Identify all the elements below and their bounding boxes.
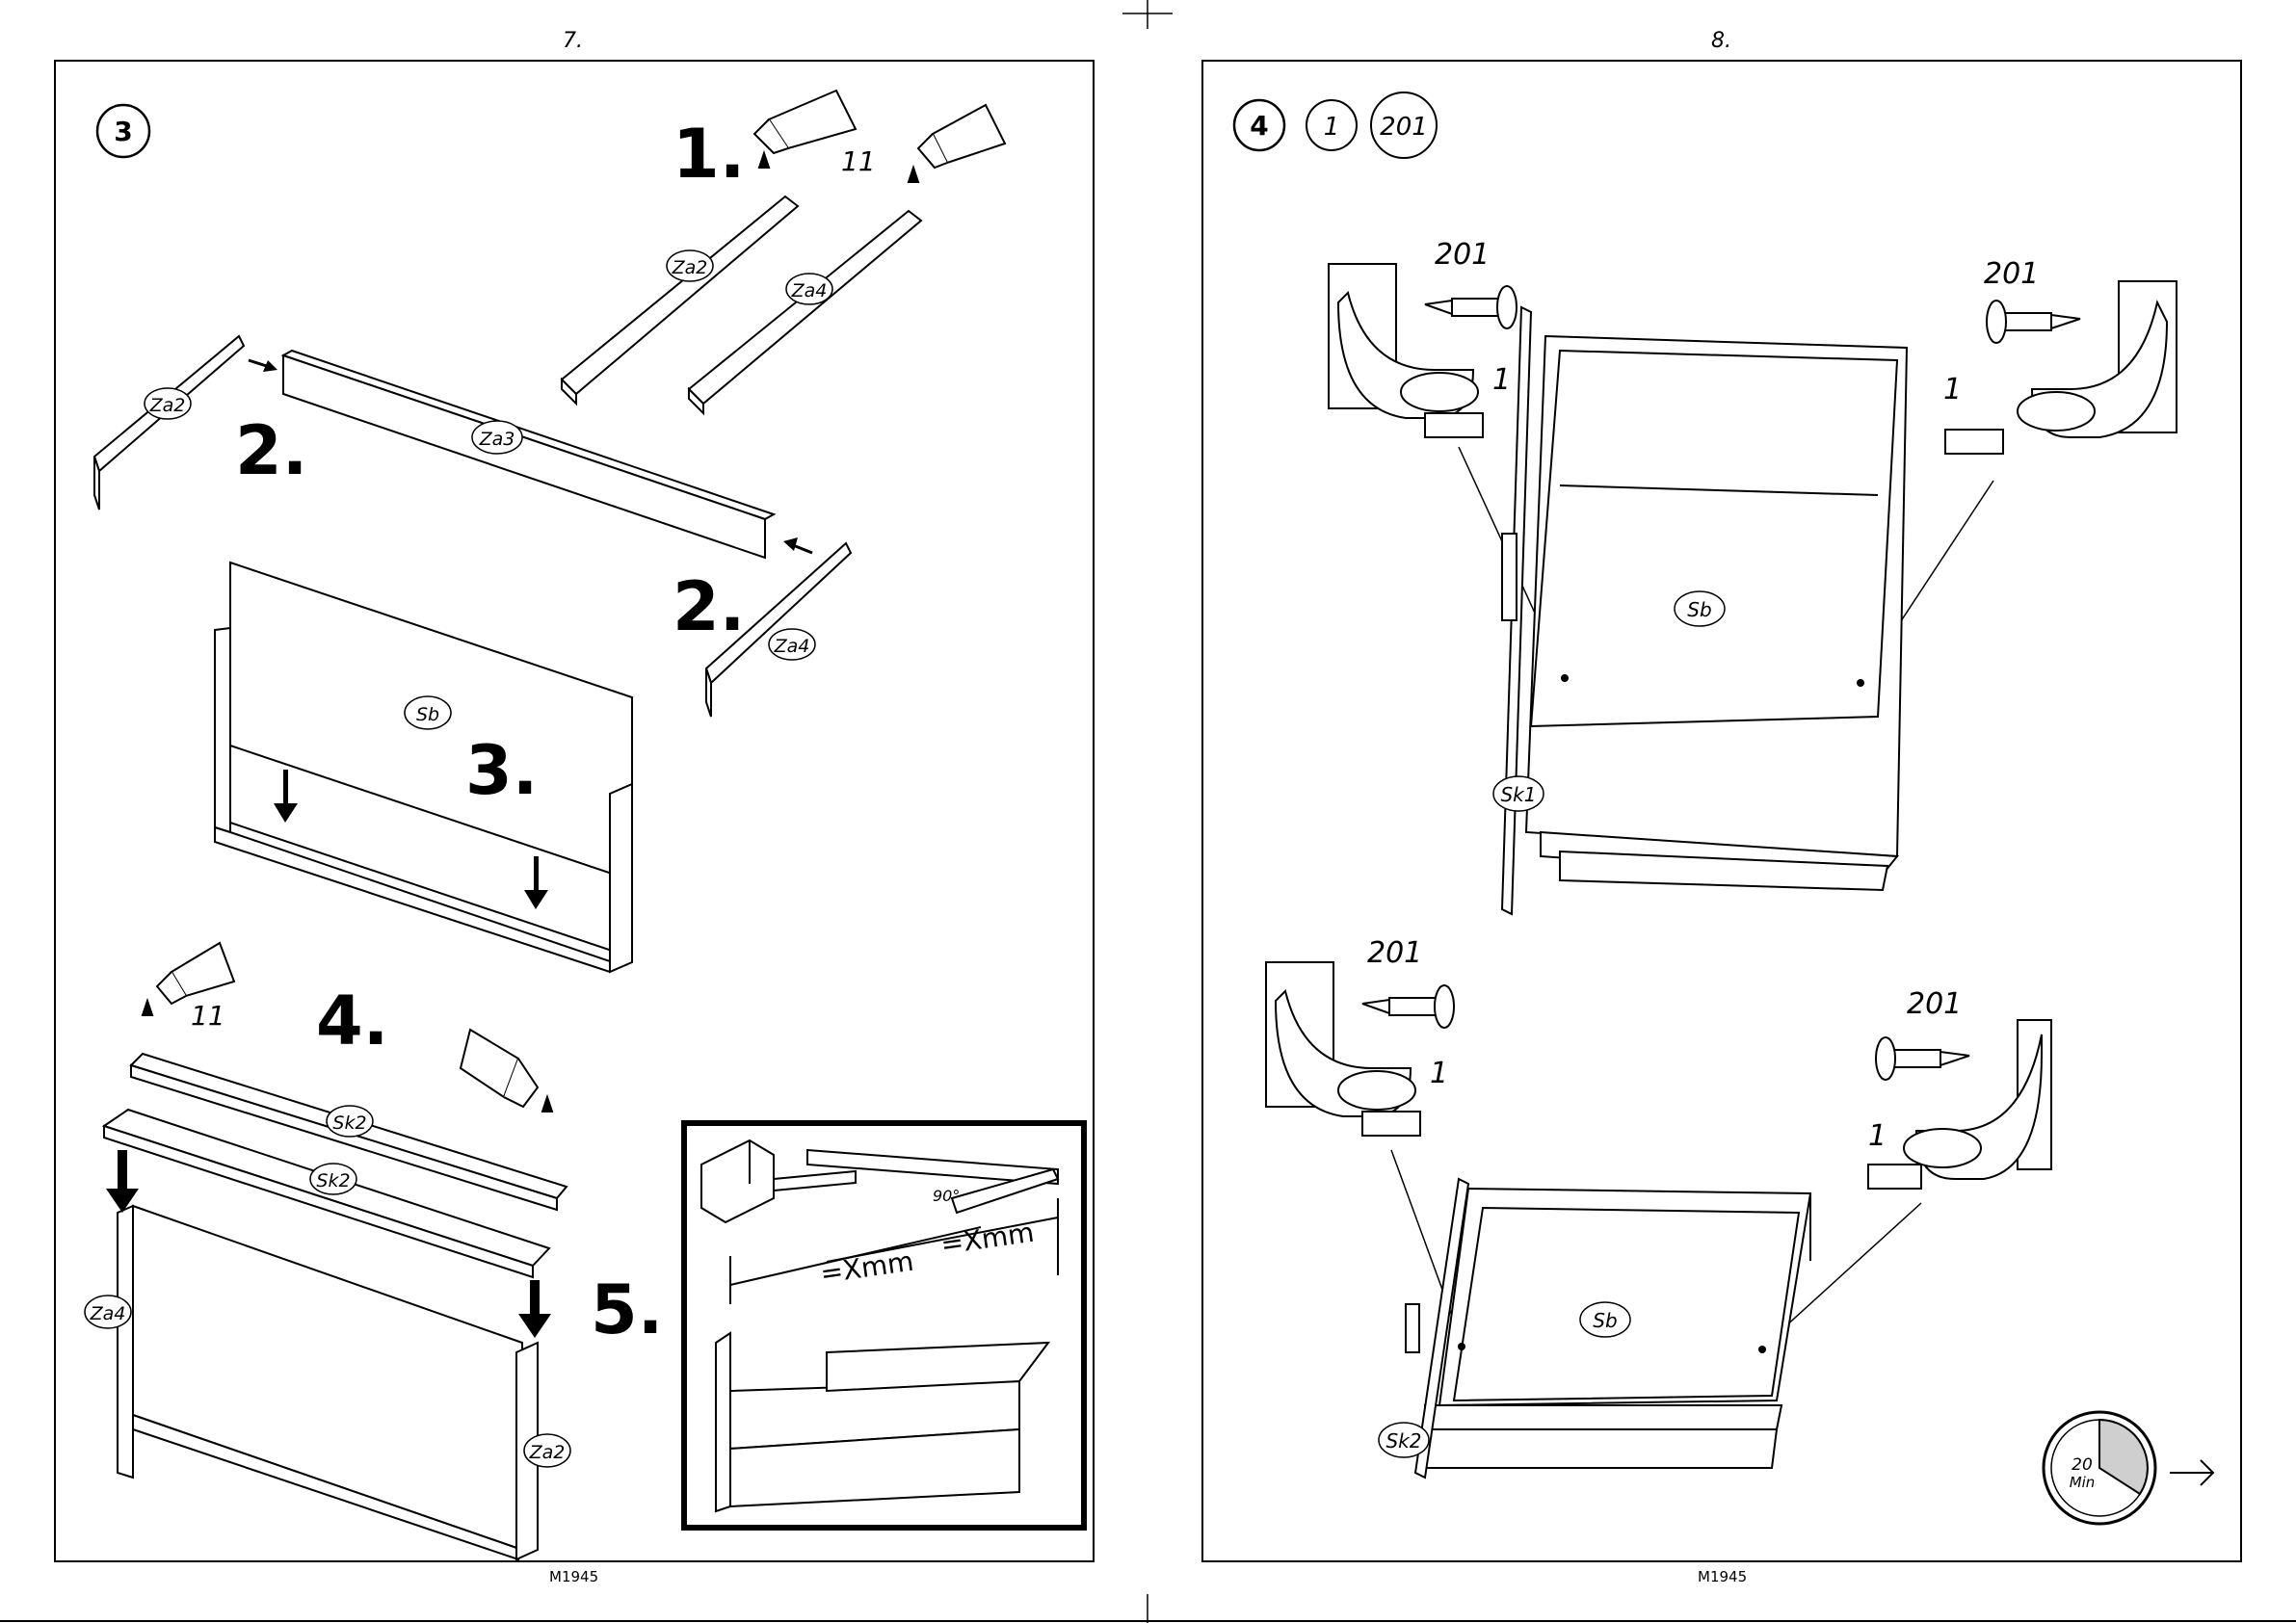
drawer-glide-icon: [1329, 264, 1483, 437]
part-label-sb-bottom: Sb: [1580, 1302, 1630, 1337]
svg-text:Sk1: Sk1: [1500, 783, 1536, 806]
arrow-down-icon: [518, 1280, 551, 1338]
footer-code-left: M1945: [549, 1568, 598, 1585]
svg-text:Sk2: Sk2: [316, 1170, 350, 1191]
screw-icon: [1362, 985, 1454, 1028]
left-instruction-panel: 3 1. 11 Za2 Za4: [54, 60, 1095, 1562]
part-label-sk2-b: Sk2: [310, 1164, 356, 1194]
svg-text:Za4: Za4: [90, 1303, 126, 1324]
board-za2-top: [562, 196, 798, 404]
svg-text:Sb: Sb: [1593, 1309, 1617, 1332]
board-za4-top: [689, 211, 921, 413]
board-za2-left: [94, 336, 244, 510]
svg-text:Za4: Za4: [774, 636, 810, 657]
screw-label-bottom-right: 201: [1907, 987, 1962, 1021]
right-instruction-panel: 4 1 201 201 1: [1201, 60, 2242, 1562]
timer-value: 20: [2072, 1455, 2093, 1475]
next-page-arrow-icon: [2170, 1460, 2213, 1485]
svg-text:201: 201: [1380, 113, 1428, 142]
screw-icon: [1987, 301, 2080, 343]
svg-text:Za2: Za2: [149, 395, 186, 416]
part-label-sk1: Sk1: [1493, 776, 1544, 811]
step-circle: 3: [97, 105, 149, 157]
glue-bottle-icon: [461, 1030, 552, 1112]
substep-3: 3.: [465, 731, 538, 810]
timer-unit: Min: [2070, 1474, 2096, 1491]
svg-text:Za3: Za3: [479, 429, 515, 450]
arrow-down-icon: [106, 1150, 139, 1213]
drawer-glide-icon: [1945, 281, 2177, 454]
glue-bottle-icon: [909, 105, 1005, 182]
part-label-za4: Za4: [786, 274, 832, 304]
back-panel-sb: [215, 563, 632, 972]
screw-label-bottom: 201: [1367, 936, 1422, 970]
left-illustration: 3 1. 11 Za2 Za4: [56, 62, 1096, 1564]
measurement-inset: 90° =Xmm =Xmm: [684, 1123, 1084, 1528]
hole-dot: [1561, 674, 1569, 682]
part-label-za2-left: Za2: [145, 388, 191, 419]
part-label-za4-right: Za4: [769, 629, 815, 660]
screw-icon: [1876, 1037, 1969, 1080]
hole-dot: [1857, 679, 1864, 687]
svg-text:Za2: Za2: [529, 1442, 566, 1463]
svg-text:Sk2: Sk2: [332, 1113, 366, 1134]
part-label-sb: Sb: [405, 696, 451, 729]
substep-4: 4.: [316, 982, 388, 1060]
right-illustration: 4 1 201 201 1: [1203, 62, 2244, 1564]
timer-icon: 20 Min: [2044, 1412, 2155, 1524]
step-circle: 4: [1234, 100, 1284, 150]
angle-label: 90°: [933, 1187, 960, 1205]
glide-label: 1: [1492, 363, 1511, 397]
screw-label-right: 201: [1984, 257, 2039, 291]
part-label-za2: Za2: [667, 250, 713, 281]
substep-2-right: 2.: [673, 567, 745, 646]
screw-label: 201: [1435, 238, 1490, 272]
screw-icon: [1425, 286, 1517, 328]
substep-2-left: 2.: [235, 411, 307, 490]
glue-count-label: 11: [841, 145, 876, 177]
part-circle-1: 1: [1306, 100, 1357, 150]
part-label-za4-bottom: Za4: [85, 1296, 131, 1328]
svg-text:Za2: Za2: [672, 257, 708, 278]
substep-5: 5.: [591, 1270, 663, 1349]
part-label-sb-top: Sb: [1675, 591, 1725, 626]
substep-1: 1.: [673, 115, 745, 194]
glide-label-right: 1: [1943, 373, 1962, 406]
hole-dot: [1758, 1346, 1766, 1353]
part-label-za2-bottom: Za2: [524, 1434, 570, 1467]
svg-text:1: 1: [1324, 113, 1340, 142]
svg-text:Sb: Sb: [1687, 598, 1711, 621]
drawer-glide-icon: [1868, 1020, 2051, 1189]
hole-dot: [1458, 1343, 1465, 1350]
footer-code-right: M1945: [1698, 1568, 1747, 1585]
part-label-sk2: Sk2: [1379, 1423, 1429, 1457]
drawer-glide-icon: [1266, 962, 1420, 1136]
svg-text:4: 4: [1250, 110, 1268, 142]
svg-text:Za4: Za4: [791, 280, 828, 301]
svg-text:Sb: Sb: [416, 704, 439, 725]
step-circle-number: 3: [114, 116, 132, 147]
arrow-left-icon: [783, 537, 812, 553]
glue-count-label-b: 11: [191, 1000, 225, 1032]
part-circle-201: 201: [1371, 92, 1437, 158]
svg-text:Sk2: Sk2: [1386, 1429, 1421, 1453]
part-label-za3: Za3: [472, 421, 522, 454]
glide-label-bottom-right: 1: [1868, 1119, 1887, 1153]
glide-label-bottom: 1: [1430, 1057, 1448, 1090]
arrow-right-icon: [249, 360, 277, 372]
part-label-sk2: Sk2: [327, 1106, 373, 1137]
